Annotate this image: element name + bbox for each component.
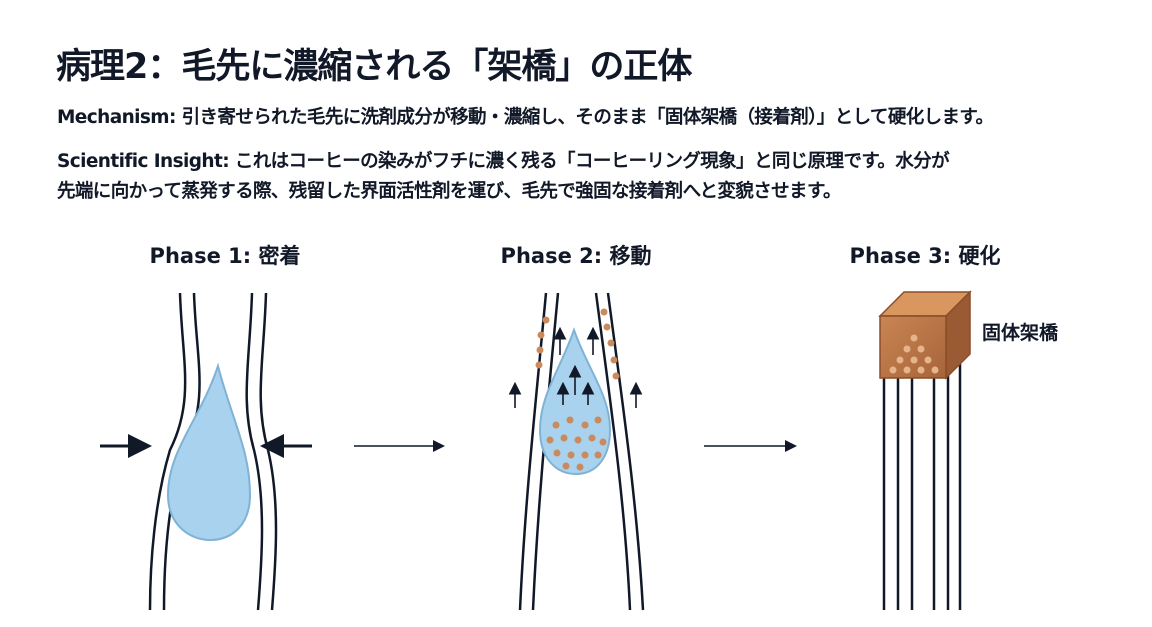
solid-bridge-label: 固体架橋 <box>982 322 1059 344</box>
surfactant-particles <box>535 308 620 471</box>
insight-line-1: これはコーヒーの染みがフチに濃く残る「コーヒーリング現象」と同じ原理です。水分が <box>234 151 950 172</box>
insight-line-2: 先端に向かって蒸発する際、残留した界面活性剤を運び、毛先で強固な接着剤へと変貌さ… <box>57 181 842 202</box>
mechanism-body: 引き寄せられた毛先に洗剤成分が移動・濃縮し、そのまま「固体架橋（接着剤）」として… <box>181 107 994 128</box>
insight-text: Scientific Insight: これはコーヒーの染みがフチに濃く残る「コ… <box>57 147 950 207</box>
page-title: 病理2：毛先に濃縮される「架橋」の正体 <box>56 47 692 87</box>
phase-1-diagram <box>100 292 445 611</box>
insight-label: Scientific Insight: <box>57 151 230 172</box>
phase-3-diagram <box>878 290 972 610</box>
phase-1-label: Phase 1: 密着 <box>149 244 301 268</box>
mechanism-label: Mechanism: <box>57 107 176 128</box>
phase-3-label: Phase 3: 硬化 <box>849 244 1001 268</box>
water-drop-icon <box>166 362 252 542</box>
solid-bridge-cube-icon <box>878 290 972 380</box>
phase-2-label: Phase 2: 移動 <box>500 244 652 268</box>
mechanism-text: Mechanism: 引き寄せられた毛先に洗剤成分が移動・濃縮し、そのまま「固体… <box>57 103 994 133</box>
phase-2-diagram <box>508 292 797 611</box>
